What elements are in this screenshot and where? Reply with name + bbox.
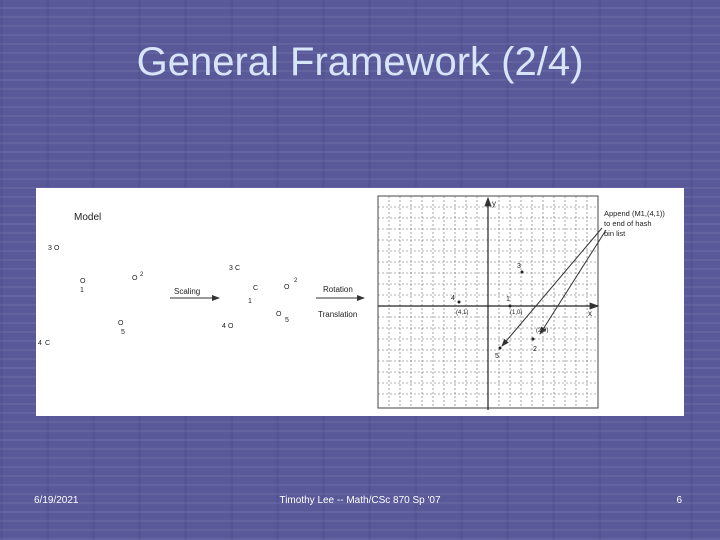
svg-text:3: 3 <box>48 245 52 252</box>
model-label: Model <box>74 212 101 223</box>
footer-date: 6/19/2021 <box>34 495 79 506</box>
grid-point-4: 4 <box>451 295 455 302</box>
svg-text:5: 5 <box>121 329 125 336</box>
svg-text:O: O <box>80 278 86 285</box>
scaled-point-5: O 5 <box>276 311 289 324</box>
page-number: 6 <box>676 495 682 506</box>
svg-text:2: 2 <box>140 272 144 278</box>
svg-text:Append (M1,(4,1)): Append (M1,(4,1)) <box>604 209 665 218</box>
y-axis-label: y <box>492 199 496 208</box>
scaling-label: Scaling <box>174 287 200 296</box>
svg-text:5: 5 <box>285 317 289 324</box>
annotation-arrow-2 <box>539 229 607 335</box>
grid-coord-4-1: (4,1) <box>456 310 468 316</box>
scaled-point-2: O 2 <box>284 278 298 291</box>
svg-text:3: 3 <box>229 265 233 272</box>
model-point-4: 4 C <box>38 340 50 347</box>
hash-annotation: Append (M1,(4,1)) to end of hash bin lis… <box>604 209 665 238</box>
translation-label: Translation <box>318 310 357 319</box>
svg-text:C: C <box>235 265 240 272</box>
svg-text:to end of hash: to end of hash <box>604 219 652 228</box>
grid-point-3: 3 <box>517 263 521 270</box>
grid-point-5: 5 <box>495 353 499 360</box>
x-axis-label: x <box>588 309 592 318</box>
scaled-point-4: 4 O <box>222 323 234 330</box>
svg-text:1: 1 <box>248 298 252 305</box>
slide-title: General Framework (2/4) <box>136 40 584 84</box>
svg-text:2: 2 <box>294 278 298 284</box>
model-point-3: 3 O <box>48 245 60 252</box>
grid-coord-1-0: (1,0) <box>510 310 522 316</box>
svg-text:O: O <box>132 275 138 282</box>
grid-point-1: 1 <box>506 296 510 303</box>
framework-figure: Model 3 O O 1 O 2 O 5 4 C Scaling 3 C <box>36 188 684 416</box>
svg-text:4: 4 <box>38 340 42 347</box>
scaled-point-3: 3 C <box>229 265 240 272</box>
model-point-1: O 1 <box>80 278 86 294</box>
svg-text:4: 4 <box>222 323 226 330</box>
svg-text:O: O <box>118 320 124 327</box>
footer-course: Timothy Lee -- Math/CSc 870 Sp '07 <box>279 495 441 506</box>
svg-text:O: O <box>276 311 282 318</box>
scaled-point-1: C 1 <box>248 285 258 305</box>
annotation-arrow-1 <box>501 227 603 347</box>
model-point-2: O 2 <box>132 272 144 282</box>
framework-diagram: Model 3 O O 1 O 2 O 5 4 C Scaling 3 C <box>38 195 665 410</box>
svg-text:bin list: bin list <box>604 229 626 238</box>
svg-text:O: O <box>284 284 290 291</box>
model-point-5: O 5 <box>118 320 125 336</box>
svg-text:C: C <box>45 340 50 347</box>
rotation-label: Rotation <box>323 285 353 294</box>
svg-text:C: C <box>253 285 258 292</box>
svg-text:O: O <box>54 245 60 252</box>
svg-text:O: O <box>228 323 234 330</box>
grid-point-2: 2 <box>533 346 537 353</box>
hash-grid: y x 1 2 3 4 5 (4,1) (1,0) (2,0) <box>377 195 607 410</box>
svg-text:1: 1 <box>80 287 84 294</box>
